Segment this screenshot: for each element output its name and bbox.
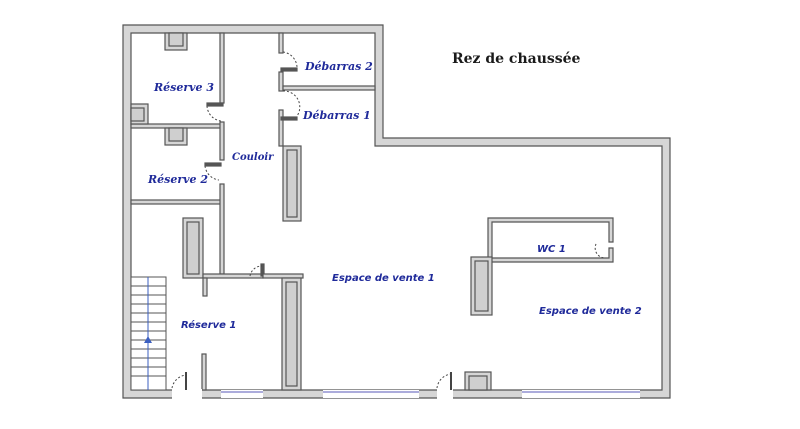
room-label-reserve-2: Réserve 2 (148, 173, 209, 186)
room-label-reserve-3: Réserve 3 (154, 81, 215, 94)
room-label-espace-de-vente-2: Espace de vente 2 (539, 306, 642, 317)
room-label-reserve-1: Réserve 1 (181, 320, 237, 331)
door-swings (171, 51, 606, 389)
wall-reserve2-reserve1 (130, 199, 224, 205)
page-title: Rez de chaussée (452, 51, 581, 67)
room-label-wc-1: WC 1 (537, 244, 566, 255)
windows (172, 389, 640, 399)
wc-walls (487, 217, 614, 263)
room-label-debarras-2: Débarras 2 (305, 60, 373, 73)
couloir-left-wall (219, 32, 225, 104)
room-label-debarras-1: Débarras 1 (303, 109, 371, 122)
wall-debarras (282, 85, 376, 91)
couloir-right-wall (278, 32, 284, 54)
room-label-espace-de-vente-1: Espace de vente 1 (332, 273, 435, 284)
stair-arrow-icon (144, 336, 152, 343)
room-label-couloir: Couloir (232, 152, 274, 163)
staircase (130, 276, 167, 391)
